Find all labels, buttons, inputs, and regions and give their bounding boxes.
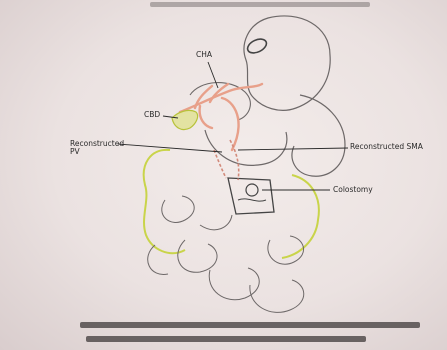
label-cha: CHA	[196, 51, 212, 59]
label-reconstructed-sma: Reconstructed SMA	[350, 143, 423, 151]
colon-right-edge	[282, 175, 319, 258]
label-reconstructed-pv: Reconstructed PV	[70, 140, 130, 156]
blurred-caption-line-2	[86, 336, 366, 342]
mesentery-vessel	[238, 199, 266, 201]
colostomy-stoma	[246, 184, 258, 196]
leader-pv	[118, 144, 222, 152]
label-cbd: CBD	[144, 111, 160, 119]
blurred-caption-line-1	[80, 322, 420, 328]
stomach-body	[292, 95, 345, 176]
esophagus-ring	[245, 36, 268, 55]
stomach-outline	[244, 16, 330, 110]
leader-cha	[208, 62, 218, 88]
bile-duct	[172, 110, 198, 129]
label-colostomy: Colostomy	[333, 186, 373, 194]
leader-lines	[118, 62, 348, 190]
